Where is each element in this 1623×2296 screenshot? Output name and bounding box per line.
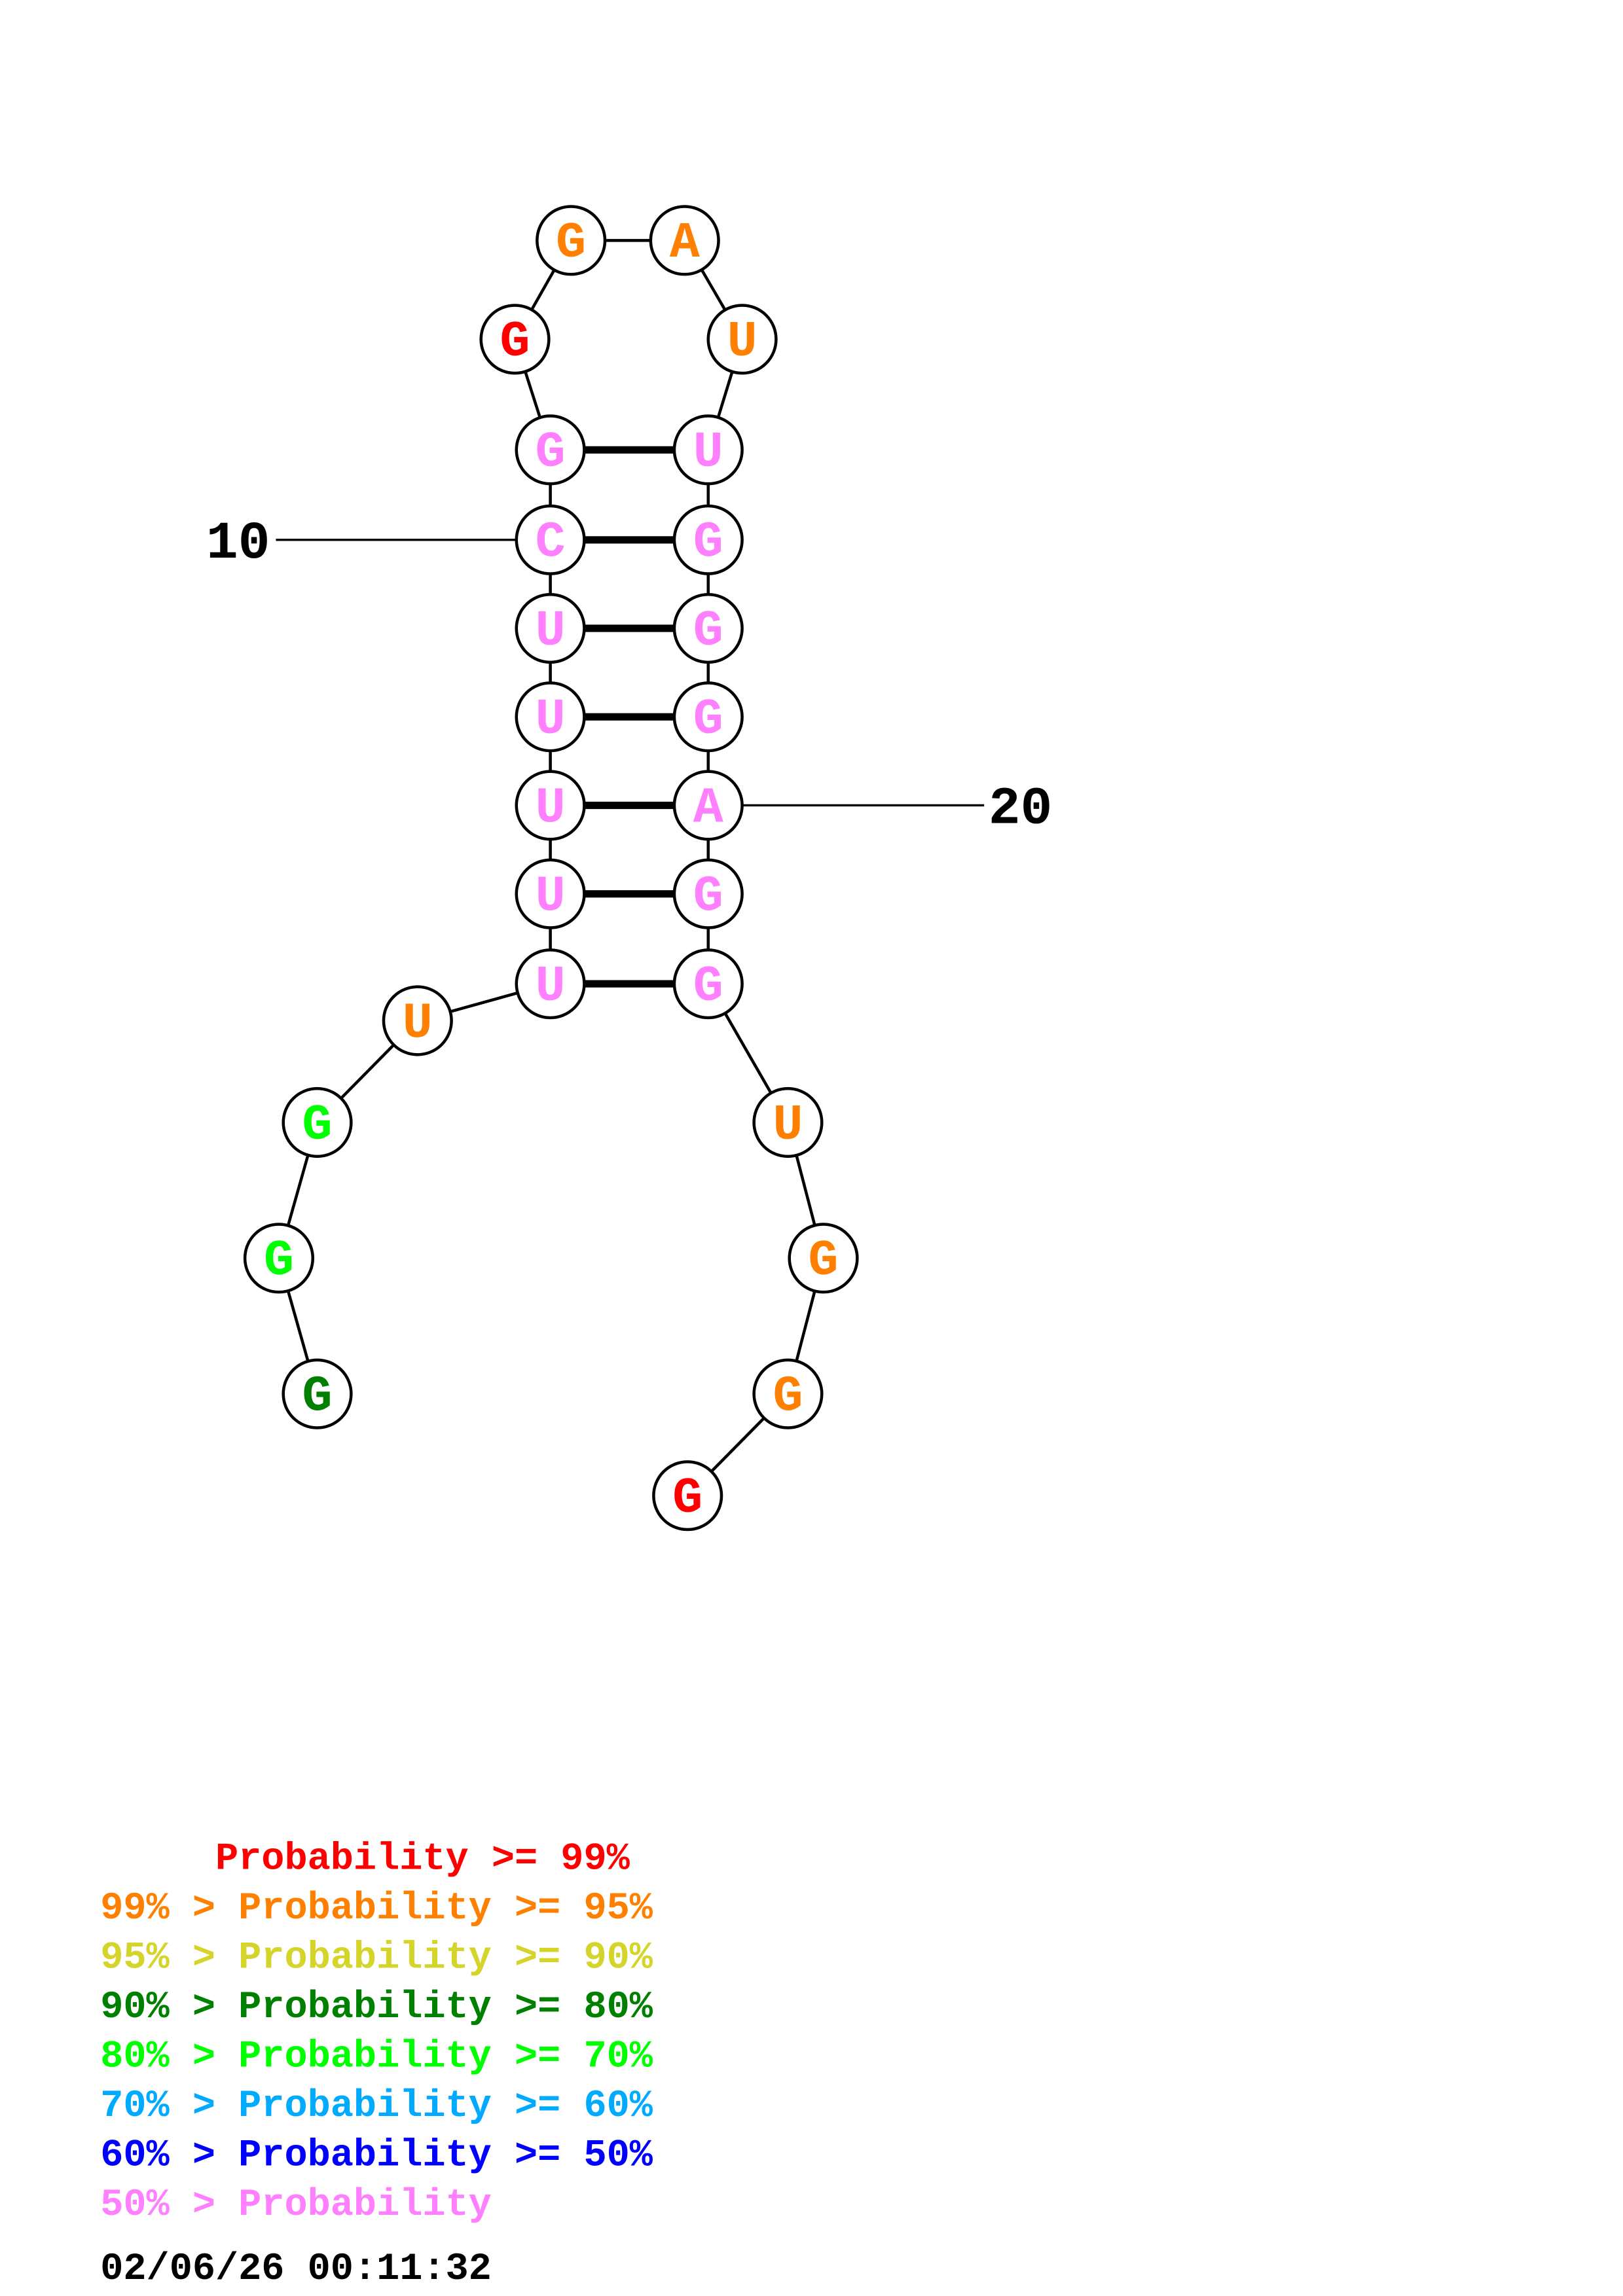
probability-legend: Probability >= 99% 99% > Probability >= 9…	[100, 1837, 653, 2226]
nucleotide-circle	[515, 592, 586, 664]
legend-entry: 95% > Probability >= 90%	[100, 1935, 653, 1979]
nucleotide-letter: G	[264, 1233, 294, 1290]
position-label: 10	[206, 514, 270, 574]
nucleotide: U	[706, 304, 778, 375]
nucleotide-letter: G	[693, 692, 723, 749]
nucleotide-letter: U	[536, 692, 566, 749]
nucleotide-letter: U	[693, 425, 723, 482]
nucleotide: A	[649, 205, 720, 276]
nucleotide: U	[515, 770, 586, 841]
nucleotide-letter: G	[773, 1369, 803, 1426]
nucleotide-circle	[515, 948, 586, 1020]
nucleotide: G	[536, 205, 607, 276]
nucleotide: G	[672, 948, 744, 1020]
nucleotide-letter: U	[403, 996, 433, 1052]
nucleotide-circle	[672, 681, 744, 753]
nucleotide: G	[752, 1358, 824, 1429]
nucleotide-circle	[515, 858, 586, 929]
nucleotide-circle	[652, 1460, 723, 1532]
nucleotide-letter: A	[670, 215, 700, 272]
nucleotide-circle	[672, 414, 744, 486]
nucleotide-circle	[479, 304, 551, 375]
nucleotide-circle	[706, 304, 778, 375]
nucleotide-circle	[672, 592, 744, 664]
nucleotide: G	[282, 1086, 353, 1158]
nucleotide-circle	[536, 205, 607, 276]
legend-entry: Probability >= 99%	[100, 1837, 630, 1880]
nucleotide-letter: U	[536, 603, 566, 660]
nucleotide-letter: G	[500, 314, 530, 371]
nucleotide-circle	[282, 1358, 353, 1429]
legend-entry: 60% > Probability >= 50%	[100, 2133, 653, 2177]
nucleotide-circle	[382, 985, 453, 1056]
nucleotide: A	[672, 770, 744, 841]
nucleotide: U	[672, 414, 744, 486]
nucleotide: G	[479, 304, 551, 375]
position-label: 20	[989, 780, 1052, 840]
nucleotide-letter: A	[693, 780, 723, 837]
nucleotide: G	[672, 681, 744, 753]
nucleotide: G	[282, 1358, 353, 1429]
nucleotide: U	[752, 1086, 824, 1158]
nucleotide-letter: G	[302, 1369, 333, 1426]
nucleotide-circle	[788, 1223, 859, 1294]
nucleotide-circle	[752, 1358, 824, 1429]
legend-entry: 70% > Probability >= 60%	[100, 2084, 653, 2128]
legend-entry: 90% > Probability >= 80%	[100, 1985, 653, 2029]
nucleotide-letter: G	[672, 1471, 702, 1528]
nucleotide-circle	[752, 1086, 824, 1158]
nucleotide-letter: G	[302, 1098, 333, 1155]
nucleotide: G	[243, 1223, 315, 1294]
legend-entry: 80% > Probability >= 70%	[100, 2034, 653, 2078]
nucleotide: U	[515, 681, 586, 753]
position-labels: 10 20	[206, 514, 1052, 840]
nucleotide: U	[382, 985, 453, 1056]
nucleotide-letter: U	[536, 780, 566, 837]
nucleotide: G	[515, 414, 586, 486]
nucleotide-circle	[672, 504, 744, 575]
nucleotide-letter: U	[727, 314, 757, 371]
nucleotide: G	[672, 504, 744, 575]
nucleotide-letter: G	[556, 215, 586, 272]
nucleotide-circle	[672, 948, 744, 1020]
nucleotide-circle	[515, 681, 586, 753]
nucleotide-circle	[515, 504, 586, 575]
nucleotide: C	[515, 504, 586, 575]
nucleotide: G	[652, 1460, 723, 1532]
nucleotide-circle	[515, 770, 586, 841]
legend-entry: 99% > Probability >= 95%	[100, 1886, 653, 1930]
nucleotide-letter: U	[536, 869, 566, 925]
nucleotide-circle	[515, 414, 586, 486]
nucleotide-letter: G	[693, 869, 723, 925]
nucleotide: U	[515, 858, 586, 929]
nucleotide-circle	[672, 858, 744, 929]
nucleotide-circle	[672, 770, 744, 841]
nucleotide-letter: G	[693, 603, 723, 660]
nucleotide-letter: C	[536, 515, 566, 572]
nucleotide-letter: G	[536, 425, 566, 482]
nucleotide: G	[672, 858, 744, 929]
nucleotide-circle	[282, 1086, 353, 1158]
nucleotide-letter: G	[809, 1233, 839, 1290]
nucleotide-circle	[243, 1223, 315, 1294]
nucleotide: G	[788, 1223, 859, 1294]
nucleotide: G	[672, 592, 744, 664]
legend-entry: 50% > Probability	[100, 2183, 492, 2227]
nucleotide-letter: G	[693, 515, 723, 572]
nucleotide-circle	[649, 205, 720, 276]
nucleotide: U	[515, 592, 586, 664]
nucleotide-letter: U	[536, 959, 566, 1016]
nucleotide-letter: U	[773, 1098, 803, 1155]
nucleotide: U	[515, 948, 586, 1020]
nucleotide-letter: G	[693, 959, 723, 1016]
timestamp: 02/06/26 00:11:32	[100, 2247, 492, 2291]
